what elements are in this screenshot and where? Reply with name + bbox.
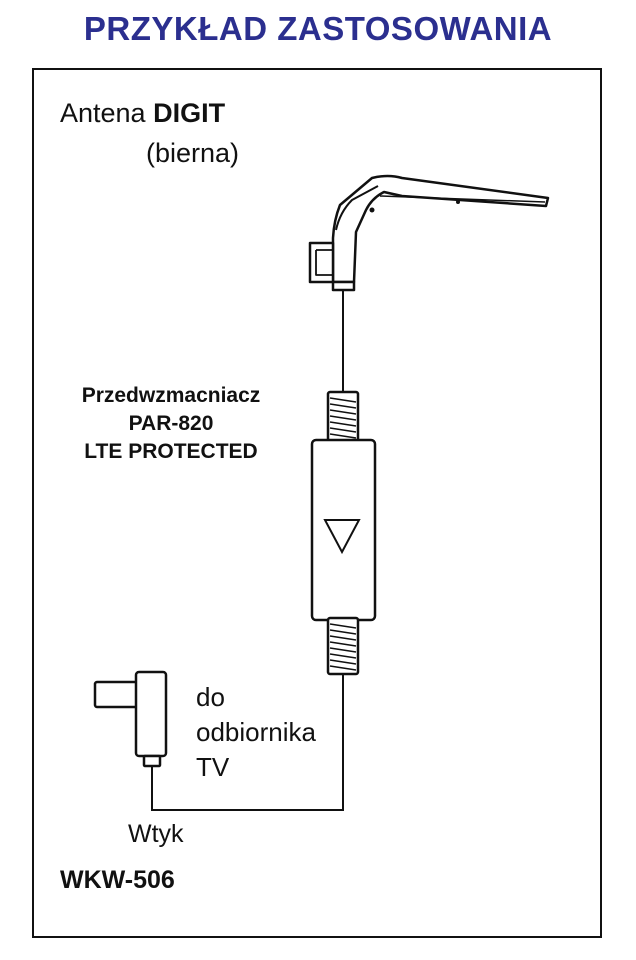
diagram-frame bbox=[32, 68, 602, 938]
antenna-label: Antena DIGIT bbox=[60, 98, 225, 129]
antenna-model: DIGIT bbox=[153, 98, 226, 128]
amplifier-label: Przedwzmacniacz PAR-820 LTE PROTECTED bbox=[56, 382, 286, 466]
plug-icon bbox=[93, 670, 168, 768]
destination-label: do odbiornika TV bbox=[196, 680, 316, 785]
cable-amplifier-to-plug bbox=[151, 674, 344, 811]
antenna-label-prefix: Antena bbox=[60, 98, 146, 128]
amplifier-label-line: LTE PROTECTED bbox=[84, 440, 258, 463]
page-title: PRZYKŁAD ZASTOSOWANIA bbox=[83, 10, 553, 47]
destination-label-line: TV bbox=[196, 752, 230, 782]
amplifier-icon bbox=[310, 390, 377, 676]
antenna-icon bbox=[308, 174, 550, 292]
amplifier-label-line: PAR-820 bbox=[128, 412, 214, 435]
plug-label: Wtyk bbox=[128, 820, 184, 848]
amplifier-label-line: Przedwzmacniacz bbox=[81, 384, 261, 407]
antenna-subtitle: (bierna) bbox=[146, 138, 240, 168]
destination-label-line: odbiornika bbox=[196, 717, 316, 747]
destination-label-line: do bbox=[196, 682, 225, 712]
plug-model: WKW-506 bbox=[60, 866, 175, 894]
